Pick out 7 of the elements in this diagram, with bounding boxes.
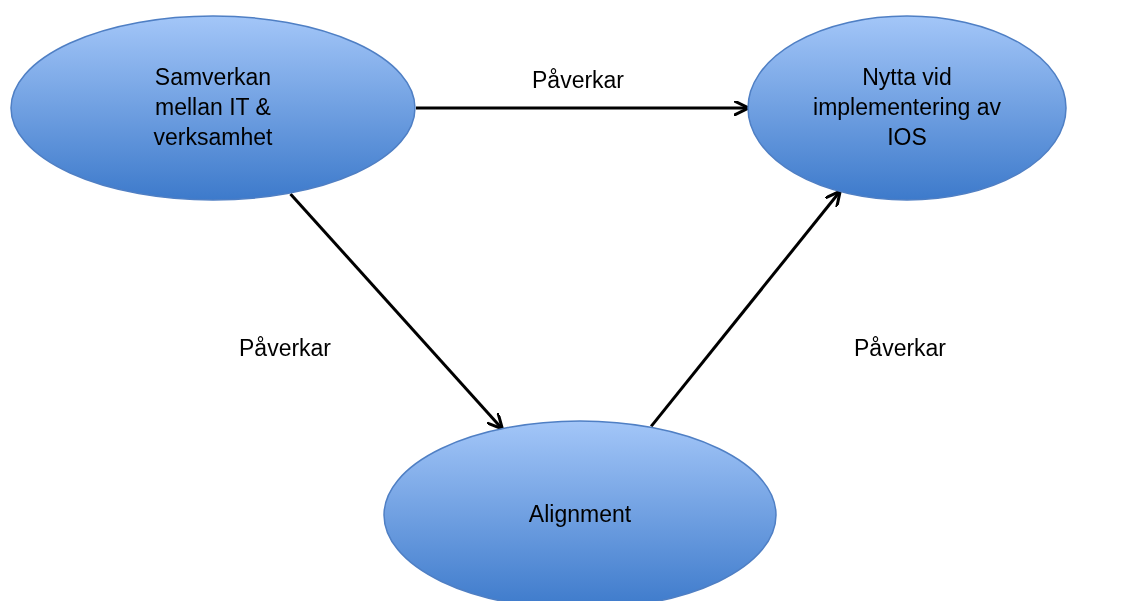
arrow: [289, 192, 504, 431]
node-label: Alignment: [528, 500, 632, 530]
ellipse-node: [747, 15, 1067, 201]
node-label: Nytta vid implementering av IOS: [812, 63, 1002, 152]
ellipse-node: [10, 15, 416, 201]
node-label: Samverkan mellan IT & verksamhet: [152, 63, 274, 152]
arrow: [650, 189, 842, 428]
